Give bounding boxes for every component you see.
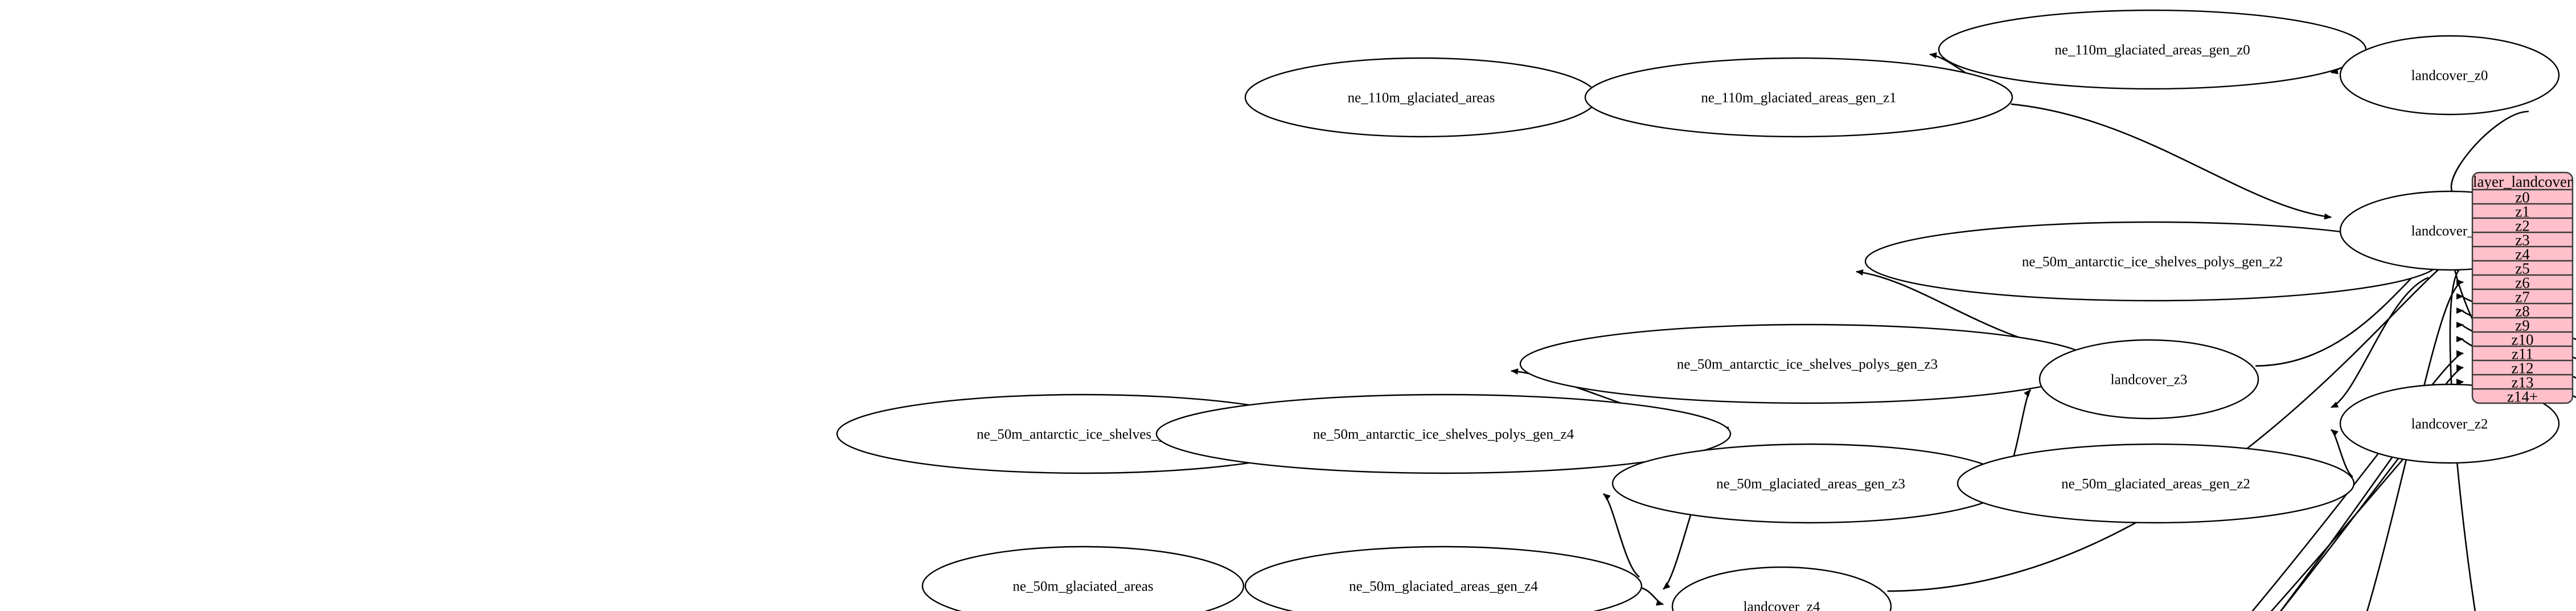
record-row-z1[interactable]: z1: [2472, 203, 2573, 220]
record-row-label: z10: [2512, 331, 2534, 348]
node-ellipse: [2038, 339, 2259, 420]
node-label: landcover_z2: [2411, 417, 2488, 432]
node-label: ne_50m_antarctic_ice_shelves_polys_gen_z…: [1677, 357, 1938, 372]
record-row-label: z5: [2515, 260, 2529, 277]
record-row-z2[interactable]: z2: [2472, 218, 2573, 235]
record-row-z7[interactable]: z7: [2472, 289, 2573, 306]
record-row-z3[interactable]: z3: [2472, 232, 2573, 249]
graph-edge: [2270, 393, 2464, 611]
record-background: [2471, 171, 2574, 404]
record-row-label: z12: [2512, 360, 2534, 377]
node-label: ne_50m_antarctic_ice_shelves_polys_gen_z…: [1313, 427, 1574, 442]
graph-edge: [2011, 103, 2332, 220]
record-node-layer-landcover[interactable]: layer_landcoverz0z1z2z3z4z5z6z7z8z9z10z1…: [2471, 171, 2574, 405]
record-row-z14+[interactable]: z14+: [2472, 388, 2573, 405]
record-row-label: z7: [2515, 289, 2529, 306]
record-row-label: z2: [2515, 218, 2529, 235]
node-ellipse: [1244, 546, 1643, 611]
node-ellipse: [1584, 57, 2013, 138]
record-row-z0[interactable]: z0: [2515, 189, 2529, 206]
record-row-z11[interactable]: z11: [2472, 346, 2573, 363]
record-row-z13[interactable]: z13: [2472, 374, 2573, 391]
graph-node[interactable]: ne_50m_glaciated_areas_gen_z3: [1611, 443, 2010, 524]
node-layer: imposm3osm_landcover_polygonsimplify_vw_…: [836, 9, 2560, 611]
node-ellipse: [1155, 393, 1732, 474]
node-label: landcover_z0: [2411, 68, 2488, 84]
node-label: ne_110m_glaciated_areas_gen_z1: [1701, 91, 1896, 106]
record-row-z12[interactable]: z12: [2472, 360, 2573, 377]
record-row-z6[interactable]: z6: [2472, 274, 2573, 292]
node-label: landcover_z4: [1744, 600, 1820, 611]
graph-edge: [1641, 587, 1664, 606]
record-row-label: z14+: [2507, 388, 2538, 405]
node-label: ne_50m_glaciated_areas_gen_z4: [1349, 579, 1538, 594]
graph-node[interactable]: ne_110m_glaciated_areas_gen_z0: [1938, 9, 2367, 90]
record-row-label: z6: [2515, 274, 2529, 292]
graph-node[interactable]: ne_50m_antarctic_ice_shelves_polys_gen_z…: [1155, 393, 1732, 474]
record-row-label: z8: [2515, 303, 2529, 320]
graph-edge: [1887, 251, 2464, 592]
record-row-z9[interactable]: z9: [2472, 317, 2573, 334]
node-label: ne_50m_antarctic_ice_shelves_polys: [977, 427, 1189, 442]
record-row-label: z4: [2515, 246, 2530, 263]
node-label: ne_50m_glaciated_areas: [1012, 579, 1153, 594]
record-row-z10[interactable]: z10: [2472, 331, 2573, 348]
record-row-label: z9: [2515, 317, 2529, 334]
graph-node[interactable]: ne_50m_antarctic_ice_shelves_polys_gen_z…: [1519, 323, 2095, 404]
record-row-label: z11: [2512, 346, 2533, 363]
graph-node[interactable]: ne_50m_glaciated_areas_gen_z2: [1956, 443, 2355, 524]
graph-edge: [2331, 429, 2353, 478]
node-label: ne_110m_glaciated_areas_gen_z0: [2054, 43, 2250, 58]
record-node-layer: layer_landcoverz0z1z2z3z4z5z6z7z8z9z10z1…: [2471, 171, 2574, 405]
record-row-label: z0: [2515, 189, 2529, 206]
node-label: ne_50m_glaciated_areas_gen_z3: [1716, 477, 1905, 492]
graph-edge: [2331, 277, 2429, 408]
graph-edge: [2366, 279, 2464, 611]
graph-edge: [1603, 493, 1640, 578]
node-label: ne_110m_glaciated_areas: [1348, 91, 1495, 106]
node-label: landcover_z3: [2111, 372, 2188, 388]
record-row-label: z3: [2515, 232, 2529, 249]
node-label: ne_50m_antarctic_ice_shelves_polys_gen_z…: [2022, 255, 2283, 270]
node-ellipse: [2339, 383, 2560, 464]
record-header-label: layer_landcover: [2473, 173, 2572, 190]
graph-node[interactable]: ne_50m_glaciated_areas: [921, 546, 1245, 611]
graph-node[interactable]: landcover_z0: [2339, 35, 2560, 116]
edge-layer: [1147, 51, 2576, 611]
record-row-z4[interactable]: z4: [2472, 246, 2573, 263]
graph-node[interactable]: landcover_z4: [1671, 566, 1892, 611]
graph-node[interactable]: ne_110m_glaciated_areas: [1244, 57, 1598, 138]
graph-node[interactable]: ne_50m_glaciated_areas_gen_z4: [1244, 546, 1643, 611]
record-row-z8[interactable]: z8: [2472, 303, 2573, 320]
record-row-z5[interactable]: z5: [2472, 260, 2573, 277]
record-row-label: z13: [2512, 374, 2534, 391]
graph-edge: [2280, 379, 2464, 611]
node-ellipse: [1671, 566, 1892, 611]
node-label: ne_50m_glaciated_areas_gen_z2: [2061, 477, 2250, 492]
record-row-label: z1: [2515, 203, 2529, 220]
node-ellipse: [921, 546, 1245, 611]
node-ellipse: [1956, 443, 2355, 524]
graph-edge: [2449, 265, 2476, 611]
graph-node[interactable]: landcover_z3: [2038, 339, 2259, 420]
node-ellipse: [2339, 35, 2560, 116]
graph-node[interactable]: ne_110m_glaciated_areas_gen_z1: [1584, 57, 2013, 138]
graph-node[interactable]: landcover_z2: [2339, 383, 2560, 464]
